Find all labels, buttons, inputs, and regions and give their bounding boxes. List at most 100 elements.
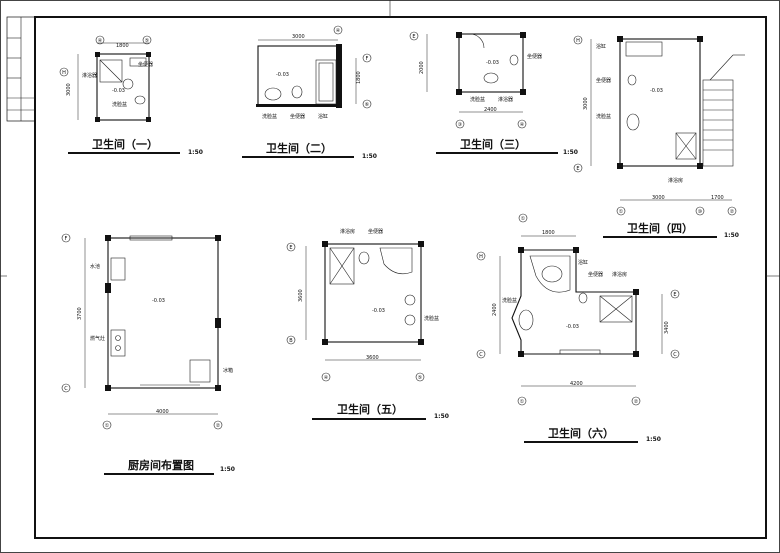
grid-bubble: E <box>412 34 415 40</box>
title-bathroom-5: 卫生间（五） <box>337 403 403 416</box>
grid-bubble: C <box>479 352 483 358</box>
fixture-label: 浴缸 <box>596 43 606 50</box>
fixture-label: 坐便器 <box>290 113 305 120</box>
title-bathroom-6: 卫生间（六） <box>548 427 614 440</box>
grid-bubble: F <box>366 56 369 62</box>
dimension: 4000 <box>156 409 169 415</box>
title-strip <box>6 16 36 122</box>
dimension: 3000 <box>583 97 589 110</box>
grid-bubble: C <box>64 386 68 392</box>
grid-bubble: ③ <box>458 122 462 128</box>
grid-bubble: ① <box>521 216 526 222</box>
scale-label: 1:50 <box>563 149 578 156</box>
title-bathroom-2: 卫生间（二） <box>266 142 332 155</box>
level: -0.03 <box>372 308 385 314</box>
dimension: 4200 <box>570 381 583 387</box>
fixture-label: 洗脸盆 <box>262 113 277 120</box>
dimension: 2400 <box>492 303 498 316</box>
plan-bathroom-2: ④ F ⑥ 3000 1800 洗脸盆 坐便器 浴缸 -0.03 <box>256 25 372 120</box>
title-underline <box>524 441 638 443</box>
dimension: 3600 <box>298 289 304 302</box>
title-underline <box>312 418 426 420</box>
dimension: 3000 <box>292 34 305 40</box>
grid-bubble: E <box>673 292 676 298</box>
fixture-label: 坐便器 <box>527 53 542 60</box>
level: -0.03 <box>650 88 663 94</box>
fixture-label: 淋浴房 <box>612 271 627 278</box>
dimension: 3000 <box>652 195 665 201</box>
fixture-label: 洗脸盆 <box>470 96 485 103</box>
scale-label: 1:50 <box>220 466 235 473</box>
grid-bubble: ① <box>520 399 525 405</box>
grid-bubble: ⑤ <box>145 38 149 44</box>
grid-bubble: ④ <box>98 38 103 44</box>
dimension: 1800 <box>542 230 555 236</box>
fixture-label: 洗脸盆 <box>596 113 611 120</box>
level: -0.03 <box>112 88 125 94</box>
grid-bubble: ① <box>105 423 110 429</box>
grid-bubble: ④ <box>336 28 341 34</box>
fixture-label: 浴缸 <box>318 113 328 120</box>
fixture-label: 洗脸盆 <box>424 315 439 322</box>
scale-label: 1:50 <box>646 436 661 443</box>
level: -0.03 <box>566 324 579 330</box>
dimension: 1800 <box>356 71 362 84</box>
title-underline <box>68 152 180 154</box>
title-bathroom-4: 卫生间（四） <box>627 222 693 235</box>
plan-bathroom-4: H E ① ⑩ ② 3000 3000 1700 浴缸 坐便器 洗脸盆 淋浴房 … <box>573 35 745 216</box>
dimension: 3700 <box>77 307 83 320</box>
fixture-label: 洗脸盆 <box>502 297 517 304</box>
level: -0.03 <box>486 60 499 66</box>
title-underline <box>436 152 558 154</box>
grid-bubble: H <box>62 70 66 76</box>
grid-bubble: B <box>289 338 293 344</box>
grid-bubble: ② <box>216 423 221 429</box>
dimension: 3600 <box>366 355 379 361</box>
grid-bubble: C <box>673 352 677 358</box>
title-underline <box>104 473 214 475</box>
fixture-label: 坐便器 <box>588 271 603 278</box>
fixture-label: 冰箱 <box>223 367 233 374</box>
dimension: 3400 <box>664 321 670 334</box>
fixture-label: 淋浴器 <box>498 96 513 103</box>
title-kitchen: 厨房间布置图 <box>128 459 194 472</box>
plan-bathroom-1: ④ ⑤ H 1800 3000 淋浴器 洗脸盆 坐便器 -0.03 <box>59 35 153 122</box>
fixture-label: 燃气灶 <box>90 335 105 342</box>
scale-label: 1:50 <box>724 232 739 239</box>
scale-label: 1:50 <box>362 153 377 160</box>
grid-bubble: H <box>479 254 483 260</box>
title-bathroom-1: 卫生间（一） <box>92 138 158 151</box>
fixture-label: 坐便器 <box>368 228 383 235</box>
grid-bubble: ② <box>730 209 735 215</box>
title-underline <box>603 236 717 238</box>
grid-bubble: ② <box>634 399 639 405</box>
fixture-label: 淋浴器 <box>82 72 97 79</box>
dimension: 2000 <box>419 61 425 74</box>
fixture-label: 坐便器 <box>138 61 153 68</box>
title-bathroom-3: 卫生间（三） <box>460 138 526 151</box>
grid-bubble: E <box>576 166 579 172</box>
dimension: 1700 <box>711 195 724 201</box>
scale-label: 1:50 <box>188 149 203 156</box>
dimension: 1800 <box>116 43 129 49</box>
fixture-label: 水池 <box>90 263 100 270</box>
dimension: 3000 <box>66 83 72 96</box>
scale-label: 1:50 <box>434 413 449 420</box>
grid-bubble: ⑤ <box>418 375 422 381</box>
grid-bubble: ⑩ <box>698 209 703 215</box>
fixture-label: 浴缸 <box>578 259 588 266</box>
grid-bubble: ⑥ <box>365 102 370 108</box>
grid-bubble: H <box>576 38 580 44</box>
dimension: 2400 <box>484 107 497 113</box>
staircase <box>702 54 745 167</box>
fixture-label: 洗脸盆 <box>112 101 127 108</box>
grid-bubble: ① <box>619 209 624 215</box>
level: -0.03 <box>276 72 289 78</box>
plan-bathroom-6: ① H E C C ① ② 1800 2400 3400 4200 浴缸 坐便器… <box>476 213 680 406</box>
fixture-label: 淋浴房 <box>668 177 683 184</box>
grid-bubble: ④ <box>520 122 525 128</box>
plan-bathroom-5: E B ④ ⑤ 3600 3600 淋浴房 坐便器 洗脸盆 -0.03 <box>286 228 439 382</box>
fixture-label: 淋浴房 <box>340 228 355 235</box>
